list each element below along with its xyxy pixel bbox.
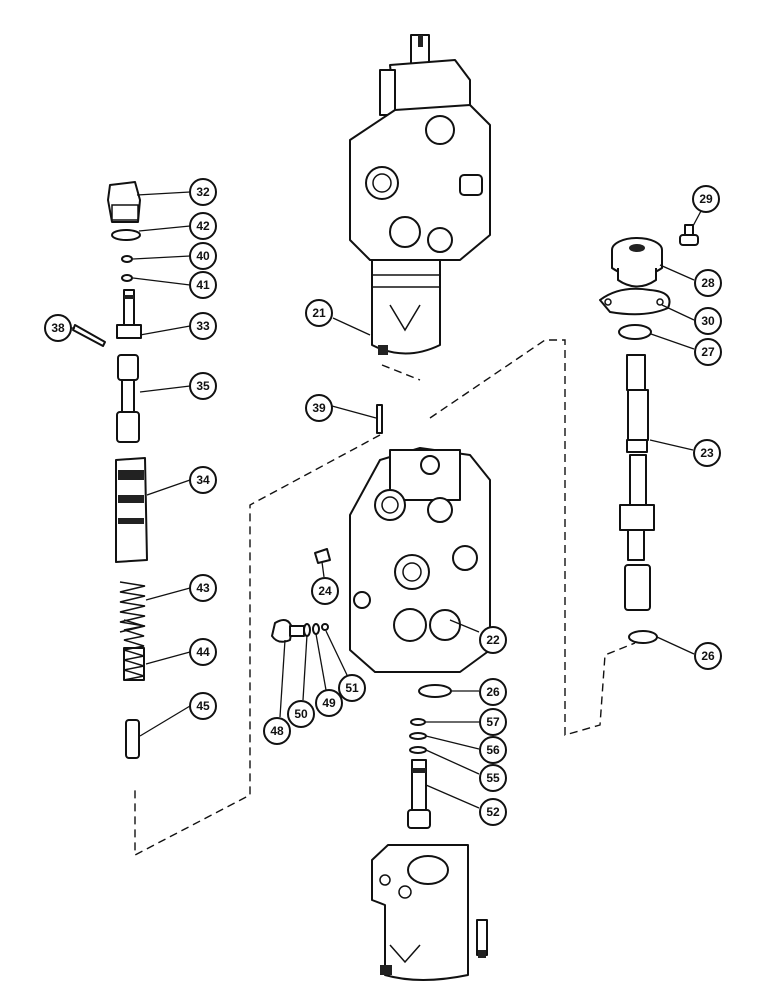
svg-text:56: 56: [486, 743, 500, 757]
assembly-lines: [134, 339, 636, 857]
callout-24: 24: [311, 577, 339, 605]
leader-lines: [70, 191, 702, 809]
svg-text:41: 41: [196, 278, 210, 292]
callout-21: 21: [305, 299, 333, 327]
callout-48: 48: [263, 717, 291, 745]
callout-49: 49: [315, 689, 343, 717]
callout-42: 42: [189, 212, 217, 240]
svg-text:23: 23: [700, 446, 714, 460]
callout-23: 23: [693, 439, 721, 467]
svg-text:26: 26: [701, 649, 715, 663]
svg-text:50: 50: [294, 707, 308, 721]
upper-valve-assembly: [349, 34, 491, 355]
svg-text:26: 26: [486, 685, 500, 699]
svg-text:51: 51: [345, 681, 359, 695]
svg-text:55: 55: [486, 771, 500, 785]
callout-40: 40: [189, 242, 217, 270]
svg-text:35: 35: [196, 379, 210, 393]
center-small-parts: [271, 404, 452, 829]
callout-44: 44: [189, 638, 217, 666]
left-component-stack: [72, 181, 148, 759]
right-component-stack: [599, 224, 699, 644]
callout-32: 32: [189, 178, 217, 206]
callout-55: 55: [479, 764, 507, 792]
callout-51: 51: [338, 674, 366, 702]
callout-26-upper: 26: [479, 678, 507, 706]
svg-text:33: 33: [196, 319, 210, 333]
callout-52: 52: [479, 798, 507, 826]
svg-text:38: 38: [51, 321, 65, 335]
svg-text:44: 44: [196, 645, 210, 659]
svg-text:39: 39: [312, 401, 326, 415]
svg-text:28: 28: [701, 276, 715, 290]
svg-text:21: 21: [312, 306, 326, 320]
callout-34: 34: [189, 466, 217, 494]
svg-text:52: 52: [486, 805, 500, 819]
callouts: 21 22 23 24 26 26 27 28 29 30 32 33 34 3…: [44, 178, 722, 826]
svg-text:57: 57: [486, 715, 500, 729]
callout-33: 33: [189, 312, 217, 340]
svg-text:49: 49: [322, 696, 336, 710]
bottom-end-cover: [371, 844, 488, 981]
callout-56: 56: [479, 736, 507, 764]
callout-50: 50: [287, 700, 315, 728]
callout-30: 30: [694, 307, 722, 335]
svg-text:48: 48: [270, 724, 284, 738]
callout-22: 22: [479, 626, 507, 654]
svg-text:22: 22: [486, 633, 500, 647]
middle-valve-body: [349, 447, 491, 673]
callout-39: 39: [305, 394, 333, 422]
callout-27: 27: [694, 338, 722, 366]
svg-text:34: 34: [196, 473, 210, 487]
svg-text:29: 29: [699, 192, 713, 206]
callout-26-right: 26: [694, 642, 722, 670]
svg-text:32: 32: [196, 185, 210, 199]
svg-text:43: 43: [196, 581, 210, 595]
callout-41: 41: [189, 271, 217, 299]
callout-45: 45: [189, 692, 217, 720]
svg-text:45: 45: [196, 699, 210, 713]
svg-text:30: 30: [701, 314, 715, 328]
svg-text:24: 24: [318, 584, 332, 598]
svg-text:27: 27: [701, 345, 715, 359]
callout-28: 28: [694, 269, 722, 297]
callout-43: 43: [189, 574, 217, 602]
callout-35: 35: [189, 372, 217, 400]
callout-29: 29: [692, 185, 720, 213]
svg-text:40: 40: [196, 249, 210, 263]
callout-38: 38: [44, 314, 72, 342]
callout-57: 57: [479, 708, 507, 736]
svg-text:42: 42: [196, 219, 210, 233]
